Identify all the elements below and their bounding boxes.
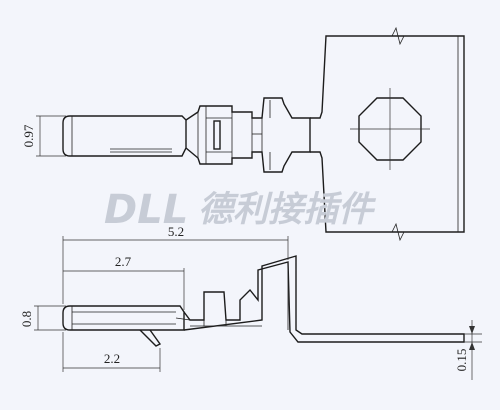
dim-pin-height: 0.8 [19,311,34,327]
dim-crimp-length: 2.7 [115,254,132,269]
dim-arrow [469,326,475,334]
side-view: 5.2 2.7 2.2 0.8 0.15 [19,224,482,380]
break-line [326,222,464,242]
watermark-text: 德利接插件 [198,190,377,230]
watermark-brand: DLL [104,187,188,233]
dim-thickness: 0.15 [454,349,469,372]
side-crimp-line [175,317,191,321]
side-crimp-outline [183,255,465,343]
pilot-hole [358,97,422,161]
lance-window [213,120,221,150]
dim-pin-length: 2.2 [104,351,120,366]
watermark: DLL 德利接插件 [104,187,377,233]
neck-outline [185,97,311,173]
dim-overall-length: 5.2 [168,224,184,239]
pin-contact-outline [62,115,187,157]
side-lance [139,329,162,347]
dim-arrow [469,342,475,350]
carrier-strip [310,35,465,233]
break-line [326,26,464,46]
dim-top-height: 0.97 [21,124,36,147]
side-pin-outline [62,305,185,331]
top-view: 0.97 [21,26,465,242]
